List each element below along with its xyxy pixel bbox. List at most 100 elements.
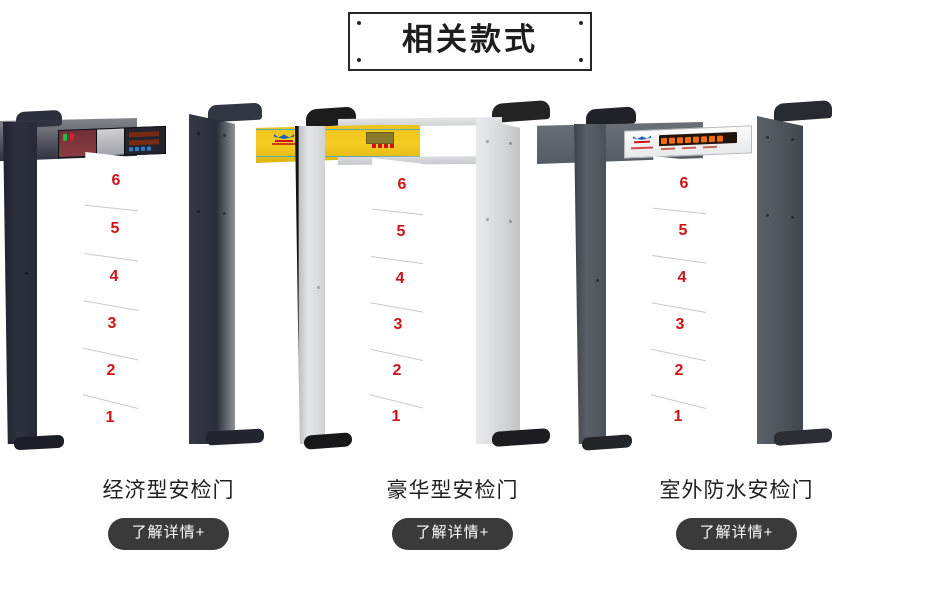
corner-dot-top-left-icon: [357, 21, 361, 25]
status-lamp-red-icon: [70, 133, 74, 141]
product-gallery: 6 5 4 3 2 1 经济型安检门 了解详情+: [0, 99, 940, 570]
screw-icon: [197, 132, 200, 135]
zone-divider: [650, 207, 706, 216]
gate-top-cap-right: [208, 102, 262, 123]
brand-logo-icon: [274, 134, 294, 142]
zone-divider: [369, 255, 423, 266]
header-stripe-blue: [256, 156, 420, 157]
screw-icon: [25, 272, 28, 275]
detection-zone-panel: 6 5 4 3 2 1: [369, 158, 423, 446]
zone-divider: [650, 254, 706, 265]
zone-number-6: 6: [679, 175, 689, 192]
zone-divider: [650, 301, 706, 315]
zone-divider: [369, 208, 423, 216]
zone-number-3: 3: [675, 316, 685, 333]
status-lamp-green-icon: [63, 133, 67, 141]
panel-button-icon: [147, 146, 151, 151]
keypad-button-icon: [390, 144, 394, 148]
zone-number-4: 4: [677, 269, 687, 286]
gate-header-bottom-trim: [338, 156, 502, 165]
panel-label-icon: [661, 147, 675, 151]
details-button-economy[interactable]: 了解详情+: [107, 518, 230, 550]
led-digit-icon: [709, 135, 715, 142]
zone-number-5: 5: [110, 220, 120, 237]
details-button-outdoor-waterproof[interactable]: 了解详情+: [675, 518, 798, 550]
gate-foot-left: [304, 432, 352, 450]
product-card-deluxe[interactable]: 6 5 4 3 2 1 豪华型安检门 了解详情+: [256, 99, 609, 570]
led-digit-icon: [717, 135, 723, 142]
screw-icon: [791, 138, 794, 141]
gate-foot-right: [206, 428, 264, 446]
screw-icon: [223, 134, 226, 137]
product-caption-deluxe: 豪华型安检门: [386, 479, 519, 502]
control-panel-buttons[interactable]: [129, 146, 151, 152]
led-digit-icon: [677, 136, 683, 143]
corner-dot-bottom-left-icon: [357, 57, 361, 62]
product-card-outdoor-waterproof[interactable]: 6 5 4 3 2 1 室外防水安检门 了解详情+: [537, 99, 893, 570]
screw-icon: [766, 214, 769, 217]
control-panel[interactable]: [58, 125, 166, 159]
screw-icon: [766, 136, 769, 139]
logo-mark-icon: [633, 136, 651, 141]
zone-number-4: 4: [109, 268, 119, 285]
screw-icon: [486, 218, 489, 221]
zone-number-5: 5: [396, 223, 406, 240]
led-digit-icon: [693, 136, 699, 143]
gate-column-left: [574, 124, 606, 444]
zone-divider: [82, 346, 138, 363]
corner-dot-bottom-right-icon: [579, 57, 583, 62]
panel-button-icon: [129, 147, 133, 152]
screw-icon: [509, 220, 512, 223]
detection-zone-panel: 6 5 4 3 2 1: [82, 152, 138, 446]
keypad-button-icon: [372, 144, 376, 148]
zone-number-2: 2: [392, 362, 402, 379]
gate-header-beam[interactable]: [256, 124, 420, 163]
panel-label-icon: [682, 146, 696, 150]
page-title-container: 相关款式: [0, 12, 940, 71]
gate-column-right: [189, 114, 235, 444]
led-display: [659, 131, 737, 147]
gate-column-left: [3, 122, 37, 444]
page-title: 相关款式: [402, 22, 538, 57]
logo-wordmark: [275, 140, 293, 142]
gate-foot-right: [774, 427, 832, 447]
screw-icon: [791, 216, 794, 219]
screw-icon: [317, 286, 320, 289]
zone-divider: [369, 301, 423, 315]
zone-number-6: 6: [111, 172, 121, 189]
logo-subtext: [631, 146, 653, 150]
zone-divider: [82, 299, 138, 313]
zone-number-2: 2: [106, 362, 116, 379]
logo-wordmark: [634, 140, 650, 144]
product-image-economy: 6 5 4 3 2 1: [0, 100, 325, 475]
corner-dot-top-right-icon: [579, 21, 583, 25]
panel-button-icon: [141, 146, 145, 151]
gate-column-left: [295, 126, 325, 444]
gate-header-top-trim: [338, 117, 502, 127]
zone-number-5: 5: [678, 222, 688, 239]
zone-number-3: 3: [393, 316, 403, 333]
cta-container-economy: 了解详情+: [12, 518, 325, 550]
brand-logo-icon: [633, 136, 651, 144]
gate-column-right: [476, 118, 520, 444]
control-panel[interactable]: [624, 125, 752, 159]
led-digit-icon: [661, 137, 667, 144]
details-button-deluxe[interactable]: 了解详情+: [391, 518, 514, 550]
logo-subtext: [272, 143, 296, 145]
detection-zone-panel: 6 5 4 3 2 1: [650, 156, 706, 446]
zone-number-1: 1: [673, 408, 683, 425]
gate-top-cap-right: [774, 99, 832, 123]
zone-number-1: 1: [105, 409, 115, 426]
product-card-economy[interactable]: 6 5 4 3 2 1 经济型安检门 了解详情+: [0, 100, 325, 570]
gate-column-right: [757, 116, 803, 444]
gate-foot-left: [14, 434, 64, 451]
led-digit-icon: [669, 137, 675, 144]
gate-keypad[interactable]: [372, 144, 394, 148]
gate-foot-left: [582, 434, 632, 451]
zone-number-2: 2: [674, 362, 684, 379]
screw-icon: [509, 142, 512, 145]
product-caption-outdoor-waterproof: 室外防水安检门: [659, 479, 814, 502]
panel-button-icon: [135, 146, 139, 152]
header-stripe-blue: [256, 129, 420, 130]
zone-number-6: 6: [397, 176, 407, 193]
